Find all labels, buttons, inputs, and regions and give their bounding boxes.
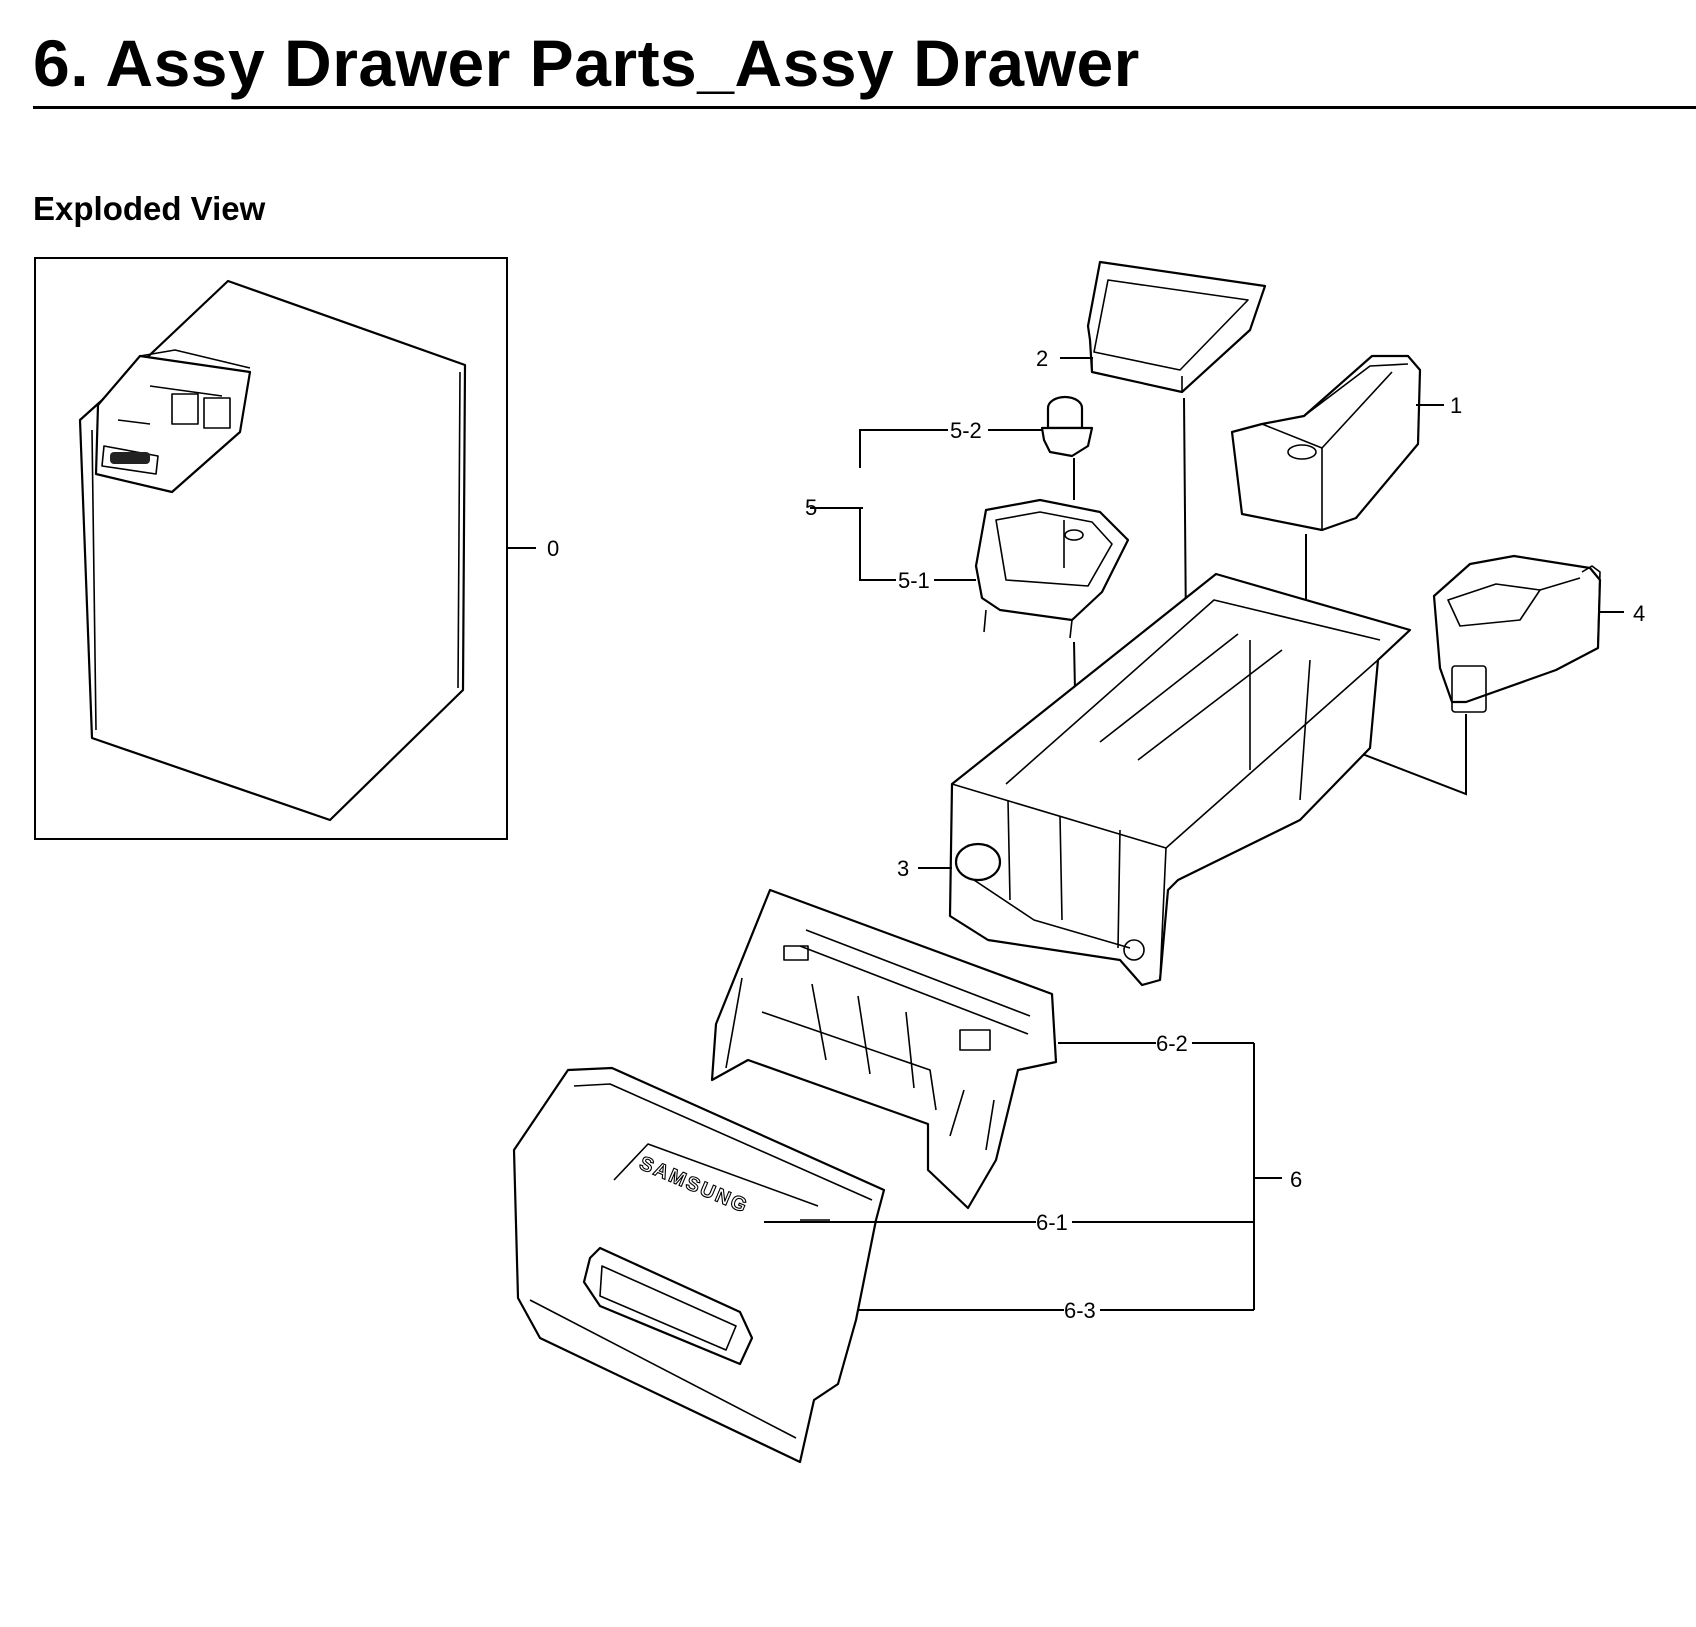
callout-6-3: 6-3 xyxy=(1064,1298,1096,1323)
callout-1: 1 xyxy=(1450,393,1462,418)
callout-4: 4 xyxy=(1633,601,1645,626)
part-5-1-cup xyxy=(974,498,1130,639)
section-title: Exploded View xyxy=(33,190,266,227)
assembly-overview-frame xyxy=(34,257,508,840)
part-4-box xyxy=(1432,554,1602,713)
page-title: 6. Assy Drawer Parts_Assy Drawer xyxy=(33,26,1140,100)
assembled-drawer-illustration xyxy=(78,279,467,822)
title-rule xyxy=(33,106,1696,109)
part-6-3-front-panel: SAMSUNG xyxy=(512,1066,886,1464)
bracket-5-upper xyxy=(859,429,948,468)
assembly-line-2 xyxy=(1183,397,1187,633)
callout-0: 0 xyxy=(547,536,559,561)
part-3-drawer-housing xyxy=(948,572,1412,987)
callout-6-1: 6-1 xyxy=(1036,1210,1068,1235)
part-2-tray xyxy=(1086,260,1267,394)
callout-6: 6 xyxy=(1290,1167,1302,1192)
part-5-2-cap xyxy=(1040,395,1094,458)
callout-5-2: 5-2 xyxy=(950,418,982,443)
part-6-2-inner-frame xyxy=(710,888,1058,1210)
callout-6-2: 6-2 xyxy=(1156,1031,1188,1056)
callout-5-1: 5-1 xyxy=(898,568,930,593)
callout-5: 5 xyxy=(805,495,817,520)
callout-2: 2 xyxy=(1036,346,1048,371)
part-1-bin xyxy=(1230,354,1422,532)
bracket-5-lower xyxy=(859,508,896,581)
callout-3: 3 xyxy=(897,856,909,881)
